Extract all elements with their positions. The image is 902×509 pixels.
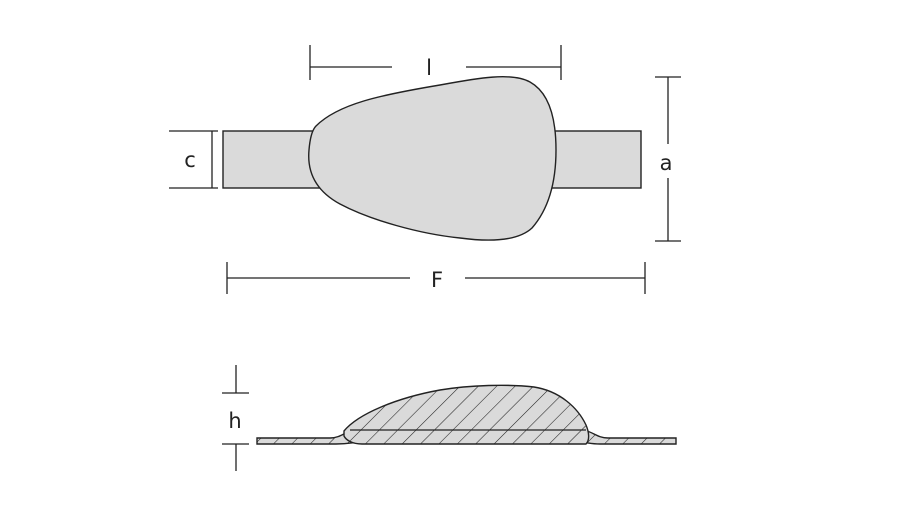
anode-body-top [308, 76, 557, 241]
dimension-label-h: h [228, 409, 241, 433]
dimension-c: c [169, 130, 218, 189]
top-view: l c a F [169, 45, 681, 294]
dimension-label-l: l [426, 56, 432, 80]
dimension-label-c: c [184, 148, 196, 172]
dimension-h: h [222, 365, 249, 471]
dimension-label-a: a [660, 151, 673, 175]
dimension-label-f: F [431, 268, 443, 292]
dimension-f: F [226, 262, 646, 294]
dimension-a: a [655, 76, 681, 242]
anode-body-section [343, 384, 590, 445]
side-view: h [222, 365, 677, 471]
dimension-l: l [309, 45, 562, 80]
